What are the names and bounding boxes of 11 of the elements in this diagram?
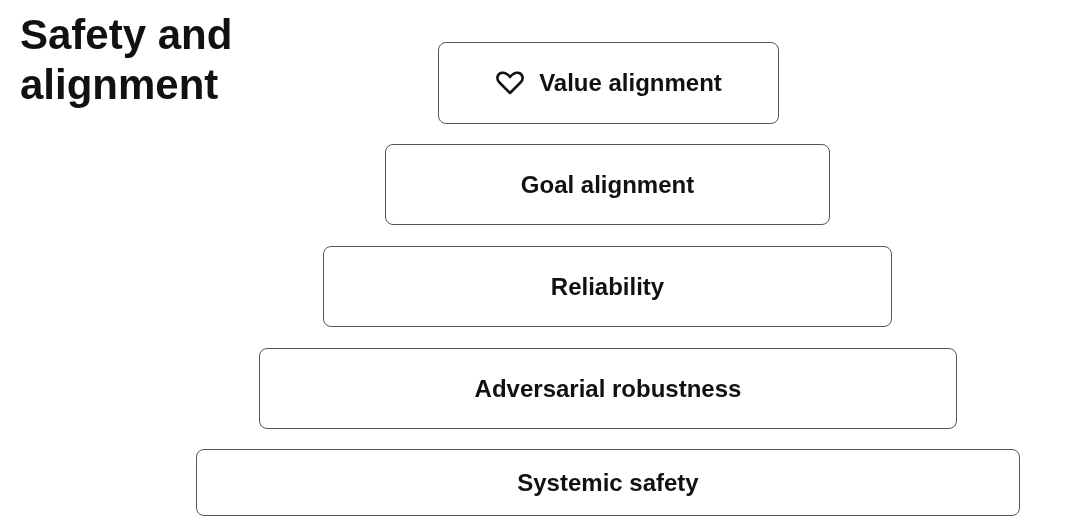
layer-label: Reliability: [550, 272, 665, 301]
layer-label: Adversarial robustness: [474, 374, 742, 403]
layer-box: [323, 246, 892, 327]
layer-label: Systemic safety: [517, 468, 699, 497]
layer-label: Value alignment: [539, 69, 722, 97]
layer-box: [438, 42, 779, 124]
layer-box: [196, 449, 1020, 516]
layer-box: [385, 144, 830, 225]
diagram-title: Safety and alignment: [20, 10, 234, 110]
layer-box: [259, 348, 957, 429]
layer-label: Goal alignment: [520, 170, 695, 199]
